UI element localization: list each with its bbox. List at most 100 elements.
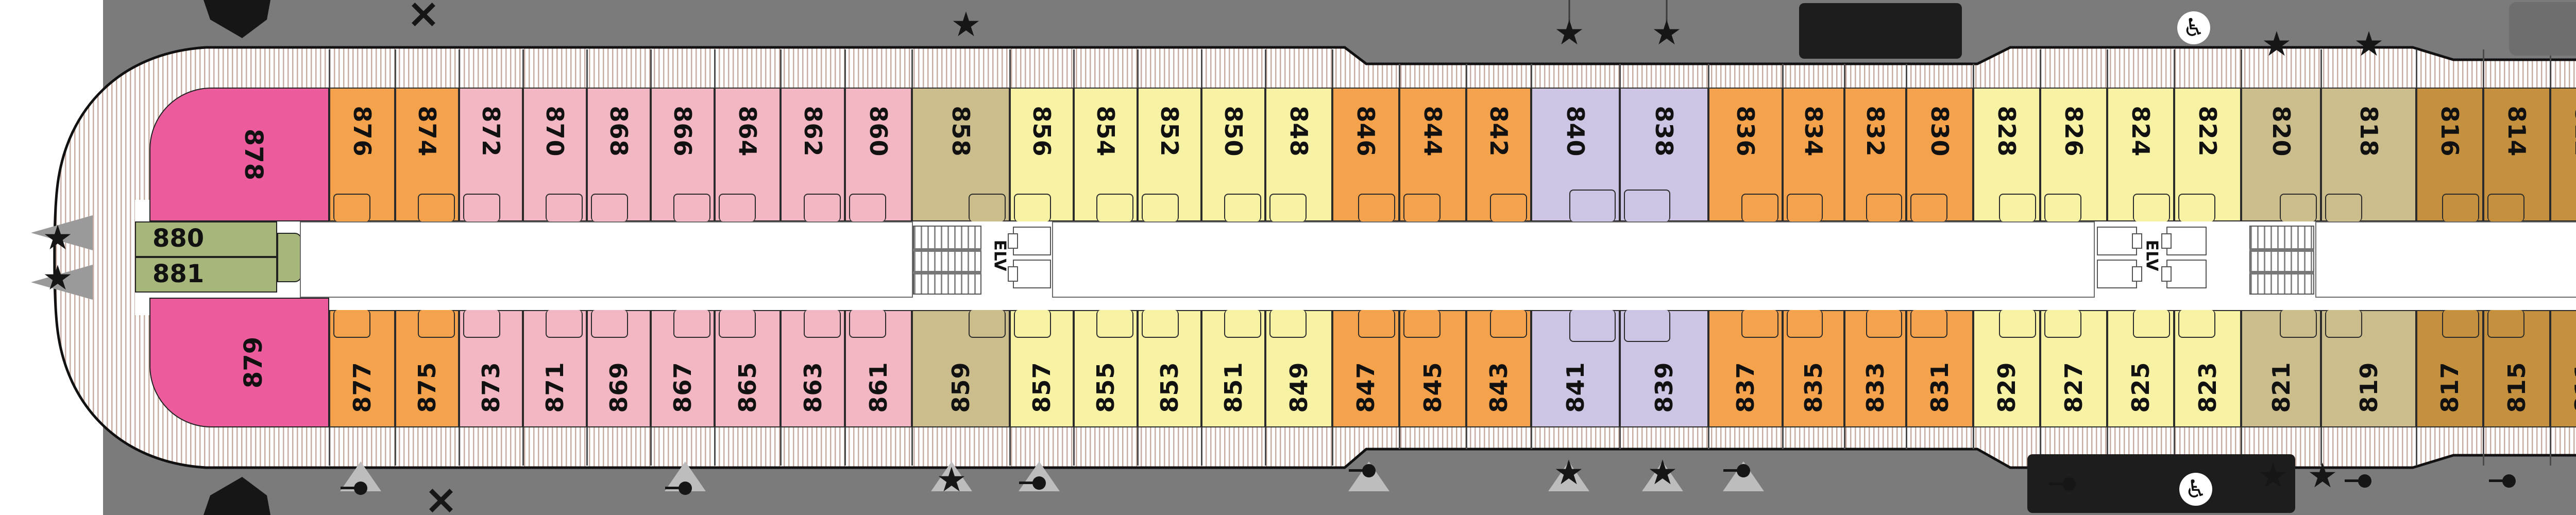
cabin-entry-notch [1096, 194, 1133, 221]
elevator-shaft-icon [1008, 227, 1051, 255]
cabin-entry-notch [2325, 194, 2362, 221]
hull-band-divider [911, 427, 913, 466]
elevator-shaft-icon [2097, 227, 2142, 255]
star-marker-icon: ★ [951, 5, 981, 44]
cabin-860: 860 [845, 88, 912, 221]
cabin-853: 853 [1138, 310, 1201, 427]
cabin-entry-notch [546, 194, 583, 221]
pin-marker-icon [2489, 474, 2516, 488]
stair-rail [2249, 270, 2314, 274]
elevator-shaft-icon [2161, 260, 2207, 288]
cabin-842: 842 [1466, 88, 1531, 221]
cabin-852: 852 [1138, 88, 1201, 221]
cabin-entry-notch [1569, 190, 1616, 221]
pin-marker-icon [665, 482, 692, 495]
cabin-entry-notch [333, 194, 370, 221]
cabin-856: 856 [1010, 88, 1074, 221]
cabin-851: 851 [1201, 310, 1265, 427]
elevator-door [1008, 266, 1018, 282]
cabin-entry-notch [969, 310, 1006, 338]
hull-band-divider [1619, 64, 1621, 88]
hull-band-divider [329, 427, 330, 466]
davit-cross-icon [409, 0, 438, 29]
suite-881: 881 [135, 257, 277, 293]
hull-band-divider [2320, 427, 2322, 466]
cabin-entry-notch [463, 194, 500, 221]
hull-band-divider [2040, 49, 2041, 88]
cabin-872: 872 [459, 88, 523, 221]
star-marker-icon: ★ [1647, 453, 1678, 492]
cabin-823: 823 [2174, 310, 2241, 427]
hull-band-divider [714, 49, 716, 88]
tender-boat-silhouette [1799, 3, 1962, 59]
cabin-873: 873 [459, 310, 523, 427]
accessible-cabin-icon: ♿ [2177, 11, 2210, 44]
cabin-entry-notch [1096, 310, 1133, 338]
hull-band-divider [1531, 64, 1532, 88]
cabin-entry-notch [1014, 194, 1051, 221]
cabin-entry-notch [804, 310, 841, 338]
hull-band-divider [1399, 427, 1400, 449]
elevator-shaft-icon [1008, 260, 1051, 288]
bracket-mount-shape [931, 461, 972, 491]
cabin-entry-notch [2133, 310, 2170, 338]
cabin-entry-notch [1142, 194, 1179, 221]
suite-878: 878 [149, 88, 329, 221]
cabin-821: 821 [2241, 310, 2321, 427]
bow-fin-shape [31, 215, 93, 250]
hull-band-divider [2040, 427, 2041, 466]
cabin-entry-notch [2280, 194, 2317, 221]
pin-marker-icon [2345, 474, 2371, 488]
hull-band-divider [2550, 49, 2551, 88]
cabin-entry-notch [546, 310, 583, 338]
green-suite-tab [277, 233, 302, 282]
cabin-entry-notch [1224, 310, 1261, 338]
corridor-island-2 [1052, 221, 2095, 298]
cabin-875: 875 [395, 310, 459, 427]
cabin-entry-notch [1866, 194, 1902, 221]
cabin-832: 832 [1844, 88, 1906, 221]
suite-number: 881 [152, 259, 205, 288]
cabin-entry-notch [333, 310, 370, 338]
cabin-entry-notch [2487, 310, 2524, 338]
cabin-855: 855 [1074, 310, 1138, 427]
cabin-861: 861 [845, 310, 912, 427]
hull-band-divider [1265, 49, 1266, 88]
hull-band-divider [844, 49, 846, 88]
pin-marker-icon [1019, 476, 1046, 490]
stair-rail [913, 248, 981, 252]
cabin-entry-notch [719, 194, 756, 221]
cabin-825: 825 [2107, 310, 2174, 427]
cabin-entry-notch [1490, 194, 1527, 221]
cabin-entry-notch [1999, 310, 2036, 338]
hull-band-divider [1009, 49, 1011, 88]
hull-band-divider [1782, 427, 1784, 449]
cabin-812: 812 [2550, 88, 2576, 221]
elevator-door [1008, 233, 1018, 249]
cabin-862: 862 [781, 88, 845, 221]
cabin-entry-notch [673, 310, 710, 338]
corridor-island-1 [300, 221, 913, 298]
cabin-850: 850 [1201, 88, 1265, 221]
hull-band-divider [1708, 427, 1709, 449]
bow-davit-bottom-icon [204, 477, 270, 515]
hull-band-divider [522, 49, 524, 88]
cabin-entry-notch [2325, 310, 2362, 338]
cabin-entry-notch [591, 310, 628, 338]
hull-band-divider [2241, 427, 2242, 466]
hull-band-divider [395, 49, 396, 88]
hull-band-divider [1531, 427, 1532, 449]
hull-band-divider [2320, 49, 2322, 88]
hull-band-divider [586, 49, 588, 88]
pin-marker-icon [1723, 464, 1750, 477]
cabin-822: 822 [2174, 88, 2241, 221]
cabin-entry-notch [1490, 310, 1527, 338]
cabin-entry-notch [2178, 310, 2215, 338]
cabin-847: 847 [1332, 310, 1399, 427]
cabin-entry-notch [1403, 310, 1440, 338]
bow-davit-top-icon [204, 0, 270, 38]
cabin-845: 845 [1399, 310, 1466, 427]
star-hanger-line [1666, 0, 1668, 22]
